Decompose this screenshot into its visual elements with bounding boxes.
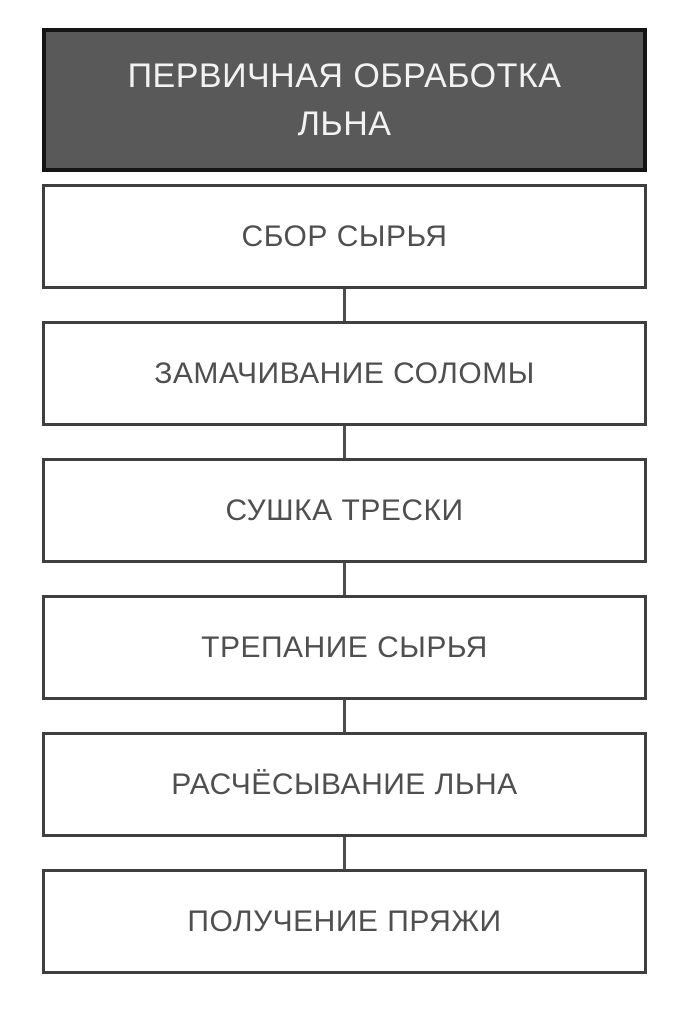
step-label: РАСЧЁСЫВАНИЕ ЛЬНА xyxy=(171,767,518,801)
connector-line xyxy=(343,700,346,732)
flax-processing-flowchart: ПЕРВИЧНАЯ ОБРАБОТКА ЛЬНА СБОР СЫРЬЯ ЗАМА… xyxy=(42,0,647,974)
step-label: ТРЕПАНИЕ СЫРЬЯ xyxy=(201,630,488,664)
step-label: ЗАМАЧИВАНИЕ СОЛОМЫ xyxy=(154,356,535,390)
step-box-collect-raw-material: СБОР СЫРЬЯ xyxy=(42,184,647,289)
flowchart-title: ПЕРВИЧНАЯ ОБРАБОТКА ЛЬНА xyxy=(127,57,562,143)
step-box-comb-flax: РАСЧЁСЫВАНИЕ ЛЬНА xyxy=(42,732,647,837)
connector-line xyxy=(343,426,346,458)
step-box-soak-straw: ЗАМАЧИВАНИЕ СОЛОМЫ xyxy=(42,321,647,426)
step-box-scutch-raw-material: ТРЕПАНИЕ СЫРЬЯ xyxy=(42,595,647,700)
step-label: ПОЛУЧЕНИЕ ПРЯЖИ xyxy=(187,904,502,938)
step-label: СБОР СЫРЬЯ xyxy=(241,219,448,253)
step-box-obtain-yarn: ПОЛУЧЕНИЕ ПРЯЖИ xyxy=(42,869,647,974)
connector-line xyxy=(343,837,346,869)
connector-line xyxy=(343,289,346,321)
connector-line xyxy=(343,563,346,595)
flowchart-header-box: ПЕРВИЧНАЯ ОБРАБОТКА ЛЬНА xyxy=(42,28,647,172)
step-label: СУШКА ТРЕСКИ xyxy=(225,493,464,527)
step-box-dry-stock: СУШКА ТРЕСКИ xyxy=(42,458,647,563)
